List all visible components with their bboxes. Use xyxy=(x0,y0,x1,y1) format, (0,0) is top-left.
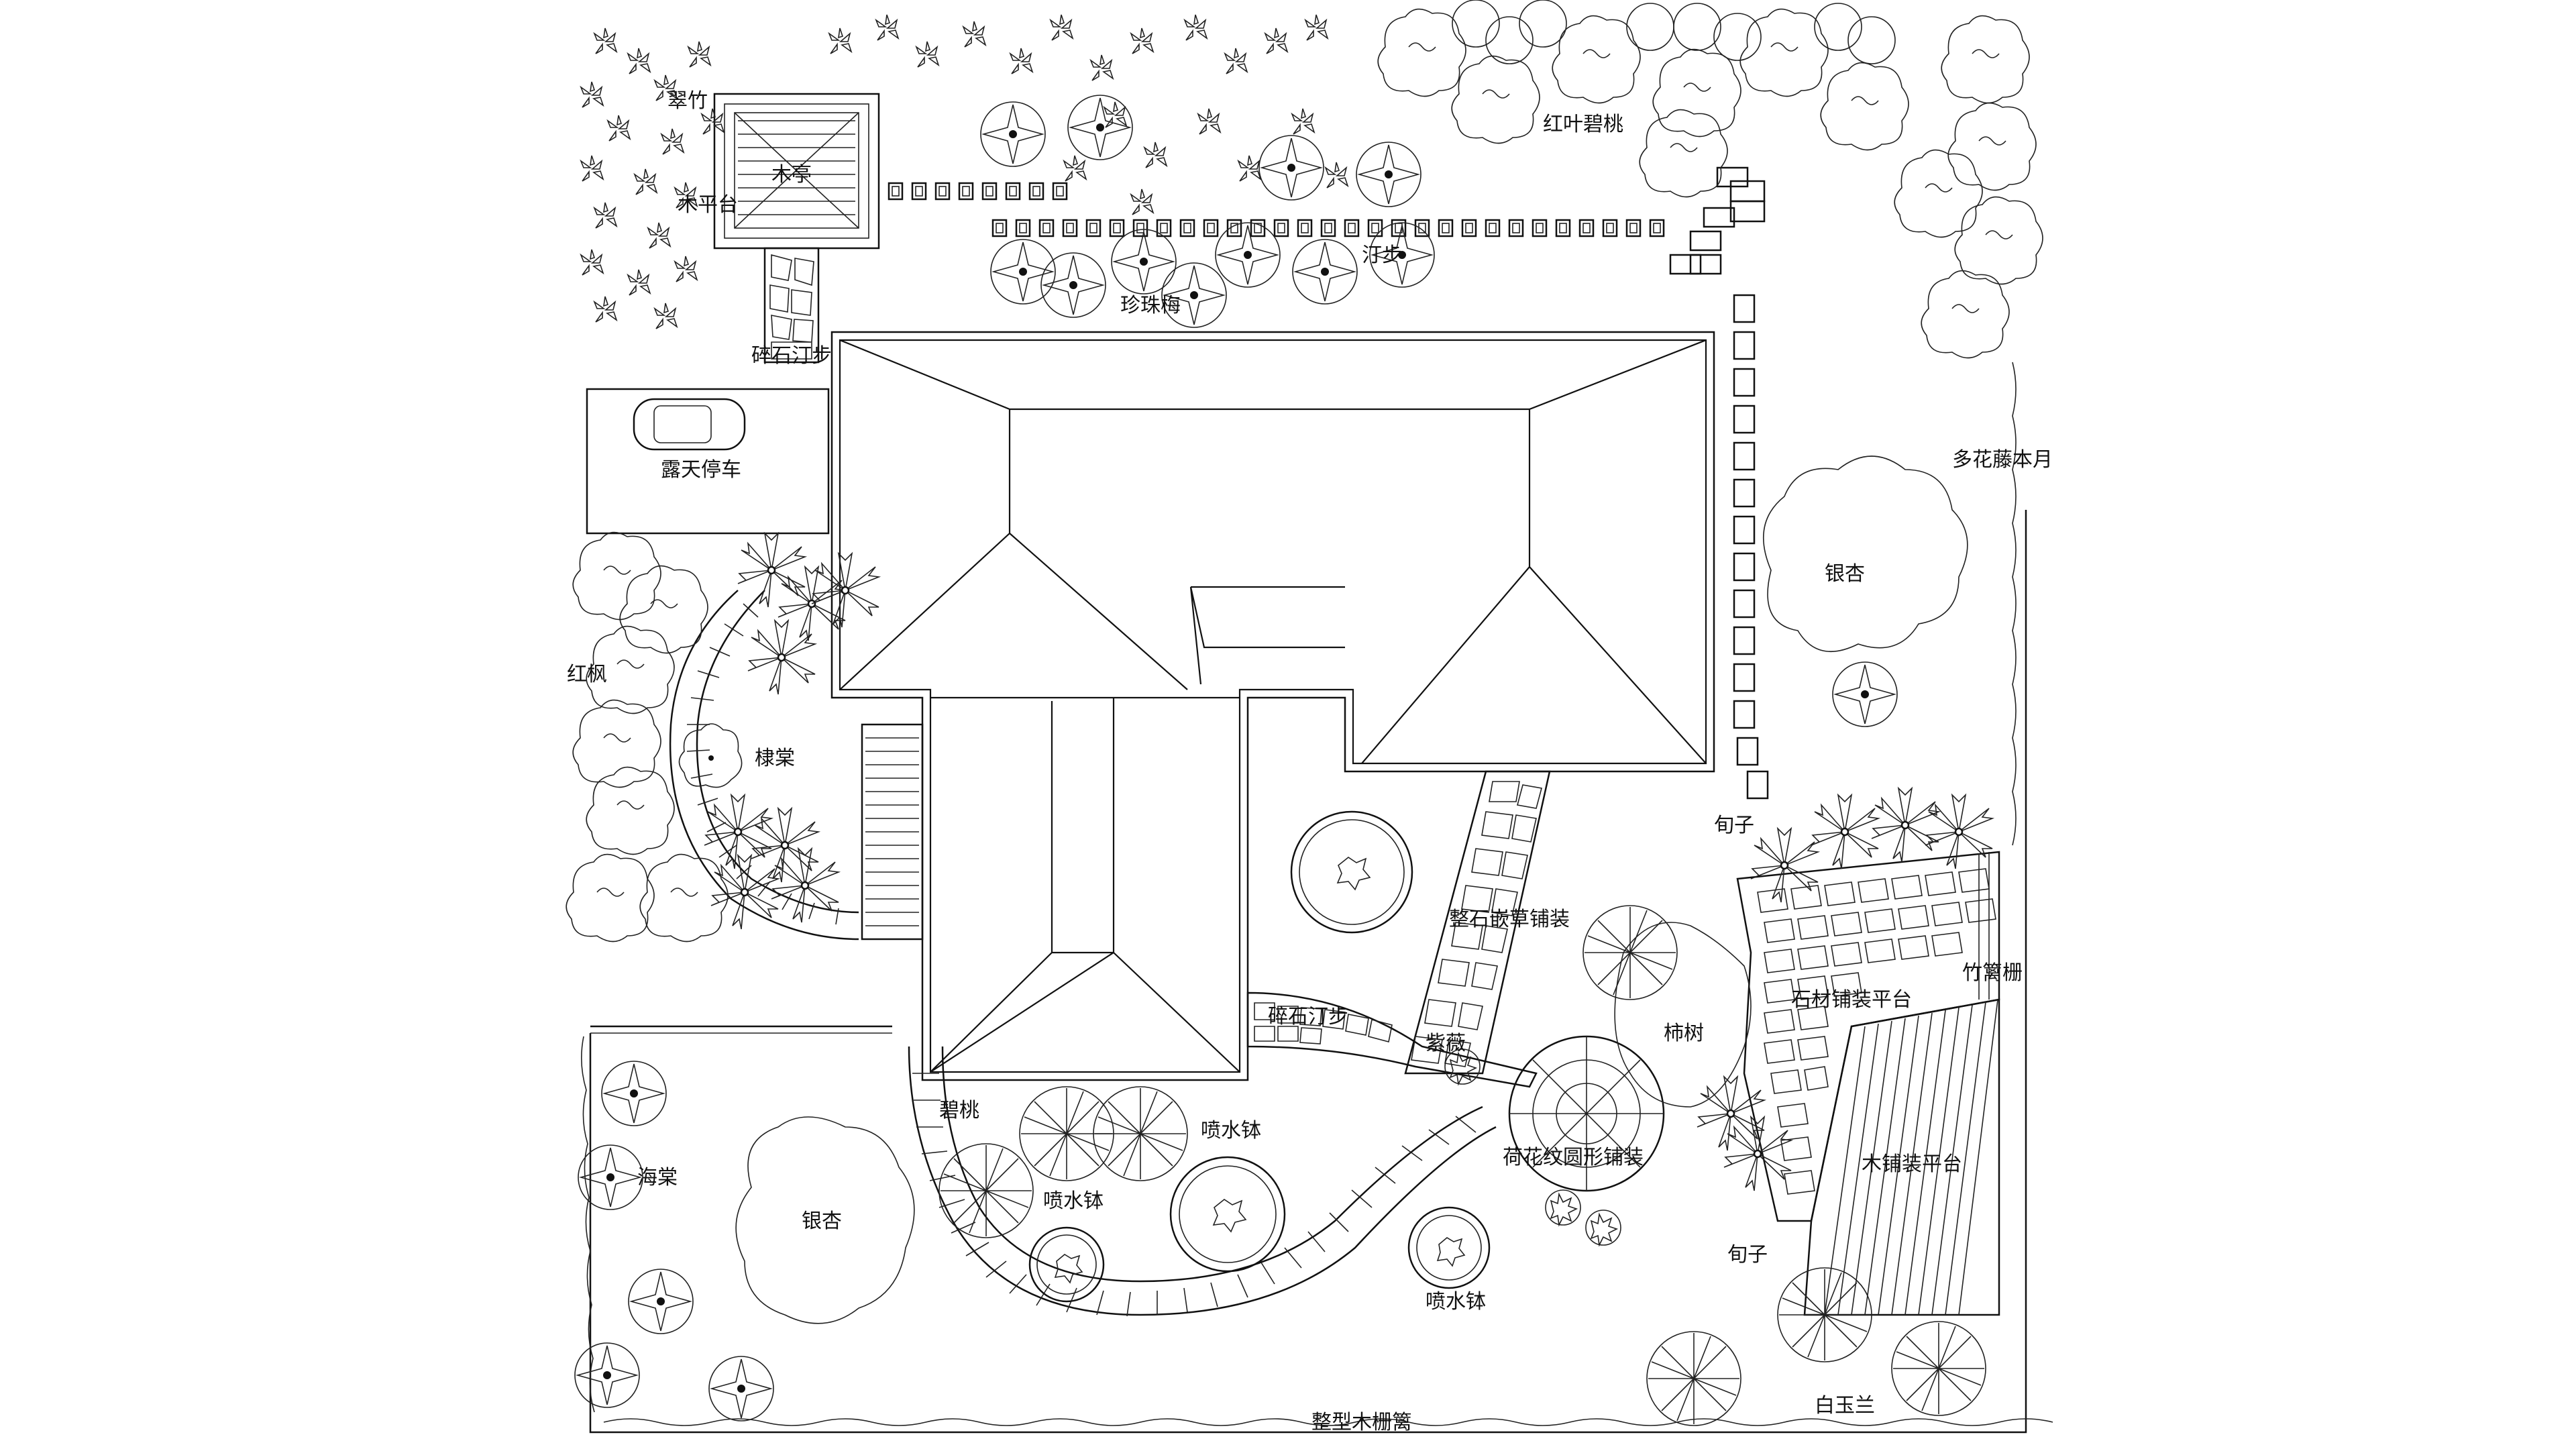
label-fountain-center: 喷水钵 xyxy=(1201,1119,1261,1142)
west-curved-path xyxy=(669,590,924,941)
plan-labels: 翠竹 木亭 木平台 红叶碧桃 汀步 珍珠梅 碎石汀步 露天停车 多花藤本月 银杏… xyxy=(567,89,2053,1434)
label-stone-grass: 整石嵌草铺装 xyxy=(1449,908,1570,931)
label-bamboo-fence: 竹篱栅 xyxy=(1962,961,2023,985)
loropetalum-trees xyxy=(1377,0,2043,359)
label-fountain-west: 喷水钵 xyxy=(1043,1189,1104,1213)
label-stepping: 汀步 xyxy=(1362,244,1402,267)
stepping-stones-north xyxy=(888,182,1665,237)
fountain-bowl-center xyxy=(1169,1156,1286,1273)
maple-trees xyxy=(566,531,729,943)
label-stone-deck: 石材铺装平台 xyxy=(1791,988,1912,1012)
curved-stepping-path xyxy=(908,1046,1497,1317)
label-loropetalum: 红叶碧桃 xyxy=(1543,113,1623,136)
zhenzhumei-shrubs xyxy=(980,95,1435,328)
gravel-path-pavilion xyxy=(763,247,820,364)
parking-area xyxy=(586,388,830,535)
kerria-shrub xyxy=(678,723,743,788)
label-persimmon: 柿树 xyxy=(1664,1022,1704,1045)
label-zhenzhumei: 珍珠梅 xyxy=(1120,294,1181,317)
label-rose: 多花藤本月 xyxy=(1952,448,2053,472)
label-maple: 红枫 xyxy=(567,663,607,686)
ginkgo-east xyxy=(1763,455,1968,727)
label-magnolia: 白玉兰 xyxy=(1815,1394,1875,1417)
round-flower-paving xyxy=(1508,1035,1665,1192)
persimmon-tree xyxy=(1582,905,1792,1192)
fountain-bowl-south xyxy=(1407,1206,1491,1289)
site-boundary xyxy=(581,362,2053,1434)
label-xunzi-north: 旬子 xyxy=(1714,814,1754,837)
label-parking: 露天停车 xyxy=(661,458,741,482)
label-fence: 整型木栅篱 xyxy=(1311,1411,1412,1434)
label-pavilion: 木亭 xyxy=(771,163,812,186)
fountain-bowl-west xyxy=(1028,1226,1105,1303)
gravel-path-south xyxy=(1246,991,1538,1088)
wood-deck-platform xyxy=(1803,852,2000,1316)
label-xunzi-south: 旬子 xyxy=(1727,1243,1768,1267)
fountain-bowl-east xyxy=(1290,810,1413,934)
label-ginkgo-sw: 银杏 xyxy=(802,1210,842,1233)
ginkgo-southwest xyxy=(735,1116,915,1324)
crabapple-southwest xyxy=(574,1061,774,1421)
label-ginkgo-east: 银杏 xyxy=(1825,562,1865,586)
label-wood-deck: 木平台 xyxy=(678,193,738,217)
label-flower-paving: 荷花纹圆形铺装 xyxy=(1503,1146,1644,1169)
label-crape-myrtle: 紫薇 xyxy=(1426,1032,1466,1055)
label-fountain-south: 喷水钵 xyxy=(1426,1290,1486,1313)
label-kerria: 棣棠 xyxy=(755,747,795,770)
stepping-stones-east xyxy=(1669,166,1769,800)
stone-grass-paving xyxy=(1404,770,1551,1075)
palms-northeast xyxy=(1750,787,1994,904)
label-gravel-path-south: 碎石汀步 xyxy=(1268,1005,1348,1028)
label-wood-platform: 木铺装平台 xyxy=(1862,1152,1962,1176)
label-crabapple: 海棠 xyxy=(637,1166,678,1189)
label-peach: 碧桃 xyxy=(939,1099,979,1122)
label-gravel-path: 碎石汀步 xyxy=(751,344,832,368)
house-roof xyxy=(830,331,1715,1081)
label-bamboo: 翠竹 xyxy=(667,89,708,113)
bamboo-grove xyxy=(580,14,1348,329)
